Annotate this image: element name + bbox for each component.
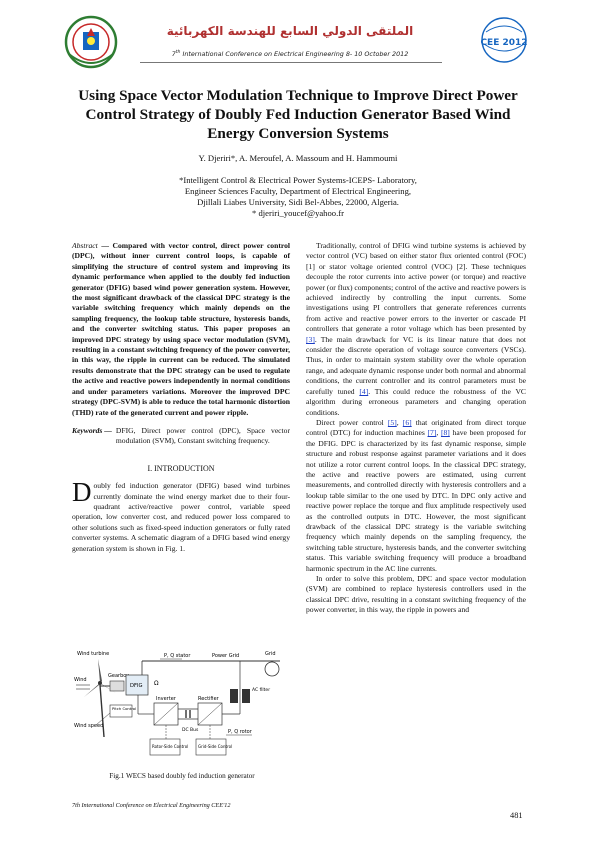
- left-column: Abstract — Compared with vector control,…: [72, 241, 290, 554]
- author-email: * djeriri_youcef@yahoo.fr: [252, 208, 344, 218]
- label-dfig: DFIG: [130, 683, 143, 689]
- page-footer: 7th International Conference on Electric…: [72, 802, 231, 809]
- label-power-grid: Power Grid: [212, 653, 239, 659]
- paragraph-direct-power-control: Direct power control [5], [6] that origi…: [306, 417, 527, 573]
- label-dc-bus: DC Bus: [182, 727, 199, 733]
- keywords-label: Keywords —: [72, 425, 112, 435]
- label-rotor-side-control: Rotor-Side Control: [152, 744, 188, 749]
- paragraph-vector-control: Traditionally, control of DFIG wind turb…: [306, 241, 526, 417]
- figure-wecs-diagram: Wind turbine P, Q stator Power Grid Grid…: [74, 651, 280, 756]
- paper-authors: Y. Djeriri*, A. Meroufel, A. Massoum and…: [198, 153, 398, 163]
- citation-link[interactable]: [4]: [359, 386, 369, 396]
- abstract: Abstract — Compared with vector control,…: [72, 241, 290, 418]
- label-rectifier: Rectifier: [198, 696, 220, 702]
- figure-caption: Fig.1 WECS based doubly fed induction ge…: [109, 772, 255, 780]
- label-inverter: Inverter: [156, 696, 177, 702]
- label-ac-filter: AC filter: [252, 687, 270, 693]
- abstract-body: — Compared with vector control, direct p…: [72, 241, 290, 417]
- conference-header: 7th International Conference on Electric…: [171, 50, 409, 59]
- paragraph-svm-solution: In order to solve this problem, DPC and …: [306, 574, 526, 615]
- conference-logo-left: [64, 15, 118, 69]
- label-wind-speed: Wind speed: [74, 723, 103, 729]
- label-grid-side-control: Grid-Side Control: [198, 744, 232, 749]
- affiliation-line: Engineer Sciences Faculty, Department of…: [184, 186, 412, 196]
- citation-link[interactable]: [6]: [402, 417, 412, 427]
- citation-link[interactable]: [5]: [387, 417, 397, 427]
- cee-logo-text: CEE 2012: [480, 38, 527, 48]
- citation-link[interactable]: [3]: [306, 334, 315, 344]
- label-grid: Grid: [265, 651, 276, 657]
- abstract-label: Abstract: [72, 241, 98, 250]
- cee-2012-logo: CEE 2012: [480, 17, 528, 63]
- citation-link[interactable]: [7]: [427, 428, 437, 438]
- label-omega: Ω: [154, 680, 159, 687]
- label-wind-turbine: Wind turbine: [77, 651, 109, 657]
- affiliation-line: Djillali Liabes University, Sidi Bel-Abb…: [197, 197, 399, 207]
- label-gearbox: Gearbox: [108, 673, 129, 679]
- page-number: 481: [510, 811, 523, 820]
- label-wind: Wind: [74, 677, 87, 683]
- keywords-text: DFIG, Direct power control (DPC), Space …: [115, 425, 290, 446]
- right-column: Traditionally, control of DFIG wind turb…: [306, 241, 526, 616]
- citation-link[interactable]: [8]: [440, 428, 450, 438]
- label-pq-stator: P, Q stator: [164, 653, 191, 659]
- affiliation-line: *Intelligent Control & Electrical Power …: [179, 175, 417, 185]
- label-pq-rotor: P, Q rotor: [228, 729, 253, 735]
- drop-cap: D: [72, 477, 92, 508]
- label-pitch-control: Pitch Control: [112, 706, 136, 711]
- paper-title: Using Space Vector Modulation Technique …: [78, 87, 518, 142]
- header-divider: [140, 62, 442, 63]
- conference-arabic-title: الملتقى الدولي السابع للهندسة الكهربائية: [166, 24, 414, 38]
- section-heading-introduction: I. INTRODUCTION: [147, 463, 215, 473]
- author-affiliation: *Intelligent Control & Electrical Power …: [62, 175, 534, 219]
- keywords: Keywords — DFIG, Direct power control (D…: [72, 426, 290, 447]
